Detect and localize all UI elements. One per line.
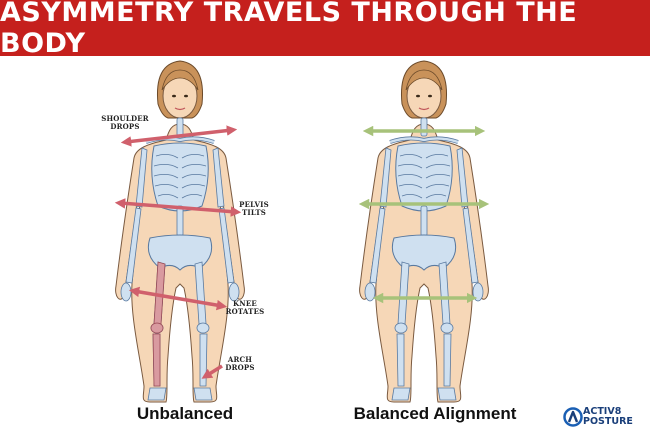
shoulder-drops-label: SHOULDER DROPS <box>100 115 150 131</box>
knee-rotates-label: KNEE ROTATES <box>222 300 268 316</box>
figures-illustration <box>113 59 491 404</box>
pelvis-label-line1: PELVIS <box>239 200 269 209</box>
shoulder-drops-arrow <box>120 125 238 147</box>
pelvis-tilts-label: PELVIS TILTS <box>236 201 272 217</box>
balanced-caption: Balanced Alignment <box>353 404 517 423</box>
title-banner: ASYMMETRY TRAVELS THROUGH THE BODY <box>0 0 650 59</box>
pelvis-tilts-arrow <box>114 198 242 217</box>
arch-drops-label: ARCH DROPS <box>220 356 260 372</box>
shoulder-label-line2: DROPS <box>110 122 140 131</box>
arch-label-line1: ARCH <box>227 355 253 364</box>
unbalanced-figure <box>113 59 247 404</box>
balanced-figure <box>357 59 491 404</box>
knee-rotates-arrow <box>128 286 228 311</box>
arch-label-line2: DROPS <box>225 363 255 372</box>
logo-line1: ACTIV8 <box>583 406 622 417</box>
logo-line2: POSTURE <box>583 416 633 427</box>
unbalanced-caption: Unbalanced <box>136 404 234 423</box>
logo-text: ACTIV8 POSTURE <box>583 407 633 427</box>
arch-drops-arrow <box>201 364 223 379</box>
activ8-logo-icon <box>563 407 583 427</box>
knee-label-line2: ROTATES <box>225 307 265 316</box>
page-title: ASYMMETRY TRAVELS THROUGH THE BODY <box>0 0 578 59</box>
pelvis-label-line2: TILTS <box>241 208 267 217</box>
activ8-posture-logo: ACTIV8 POSTURE <box>563 405 643 431</box>
knee-label-line1: KNEE <box>233 299 257 308</box>
shoulder-label-line1: SHOULDER <box>101 114 149 123</box>
